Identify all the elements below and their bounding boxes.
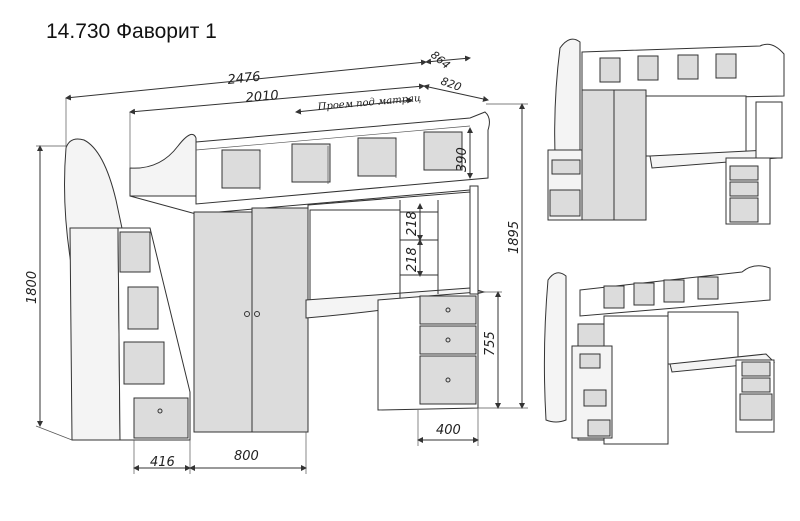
dim-depth-top: 864: [428, 48, 452, 71]
dimension-lines: [35, 55, 528, 474]
stair-step: [127, 286, 159, 330]
stair-step: [119, 231, 151, 273]
view-top-right: [547, 38, 785, 225]
view-bottom-right: [543, 265, 776, 445]
stair-block: [69, 227, 121, 441]
dim-depth-bed: 820: [439, 75, 463, 94]
dim-shelf-gap-1: 218: [405, 211, 420, 236]
wardrobe-door-right: [251, 207, 309, 433]
stair-step: [123, 341, 165, 385]
product-title: 14.730 Фаворит 1: [46, 20, 217, 43]
drawer-1: [419, 295, 477, 325]
dim-wardrobe-width: 800: [234, 449, 259, 464]
dim-stair-height: 1800: [25, 271, 40, 304]
dim-desk-height: 755: [483, 331, 498, 356]
drawer-3: [419, 355, 477, 405]
dim-side-height: 390: [455, 147, 470, 172]
wardrobe-door-left: [193, 211, 253, 433]
dim-stair-width: 416: [150, 455, 175, 470]
main-bed-drawing: [64, 111, 490, 441]
drawer-2: [419, 325, 477, 355]
dim-mattress-length: 2010: [245, 88, 279, 106]
stair-drawer: [133, 397, 189, 439]
mattress-opening-note: Проем под матрац: [316, 93, 421, 113]
bed-guard-left: [129, 133, 197, 197]
dim-total-length: 2476: [227, 70, 261, 88]
dim-shelf-gap-2: 218: [405, 247, 420, 272]
bed-top-panel: [195, 111, 490, 205]
dim-drawer-width: 400: [436, 423, 461, 438]
dim-total-height: 1895: [507, 221, 522, 254]
